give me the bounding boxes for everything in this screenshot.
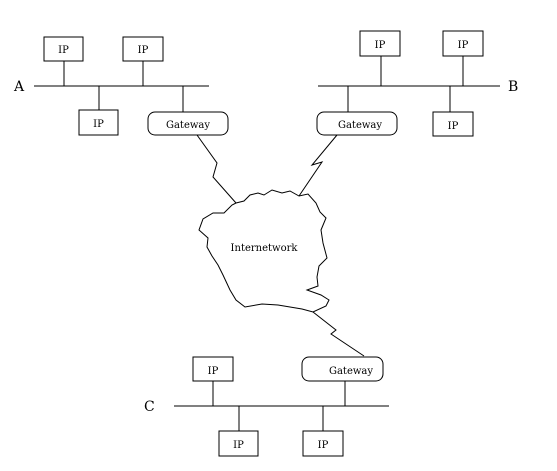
svg-text:Gateway: Gateway xyxy=(338,120,382,131)
network-b-label: B xyxy=(508,79,518,95)
svg-text:IP: IP xyxy=(58,45,69,56)
svg-text:IP: IP xyxy=(375,40,386,51)
network-c-host-3: IP xyxy=(302,406,344,457)
network-b-host-1: IP xyxy=(359,30,401,86)
network-c-gateway: Gateway xyxy=(301,356,384,406)
network-c-host-1: IP xyxy=(192,356,234,406)
network-b: B IP IP IP Gateway xyxy=(316,30,518,137)
network-c-host-2: IP xyxy=(218,406,259,457)
network-a-host-2: IP xyxy=(122,36,164,86)
svg-text:IP: IP xyxy=(233,440,244,451)
svg-text:Gateway: Gateway xyxy=(329,366,373,377)
svg-text:IP: IP xyxy=(93,119,104,130)
svg-text:IP: IP xyxy=(318,440,329,451)
network-b-gateway: Gateway xyxy=(316,86,398,136)
network-a-host-1: IP xyxy=(43,36,84,86)
network-a-label: A xyxy=(13,79,25,95)
network-a-gateway: Gateway xyxy=(147,86,229,136)
network-a: A IP IP IP Gateway xyxy=(13,36,229,136)
wan-link-b xyxy=(298,134,338,197)
internetwork-label: Internetwork xyxy=(231,243,299,254)
wan-link-c xyxy=(312,311,365,357)
network-b-host-2: IP xyxy=(442,30,484,86)
internetwork-cloud: Internetwork xyxy=(198,189,330,313)
svg-text:IP: IP xyxy=(138,45,149,56)
svg-text:IP: IP xyxy=(448,121,459,132)
network-c: C IP IP IP Gateway xyxy=(144,356,389,457)
svg-text:IP: IP xyxy=(458,40,469,51)
svg-text:IP: IP xyxy=(208,366,219,377)
wan-link-a xyxy=(196,134,237,204)
svg-text:Gateway: Gateway xyxy=(166,120,210,131)
network-a-host-3: IP xyxy=(78,86,119,136)
network-c-label: C xyxy=(144,399,155,415)
network-b-host-3: IP xyxy=(432,86,474,137)
